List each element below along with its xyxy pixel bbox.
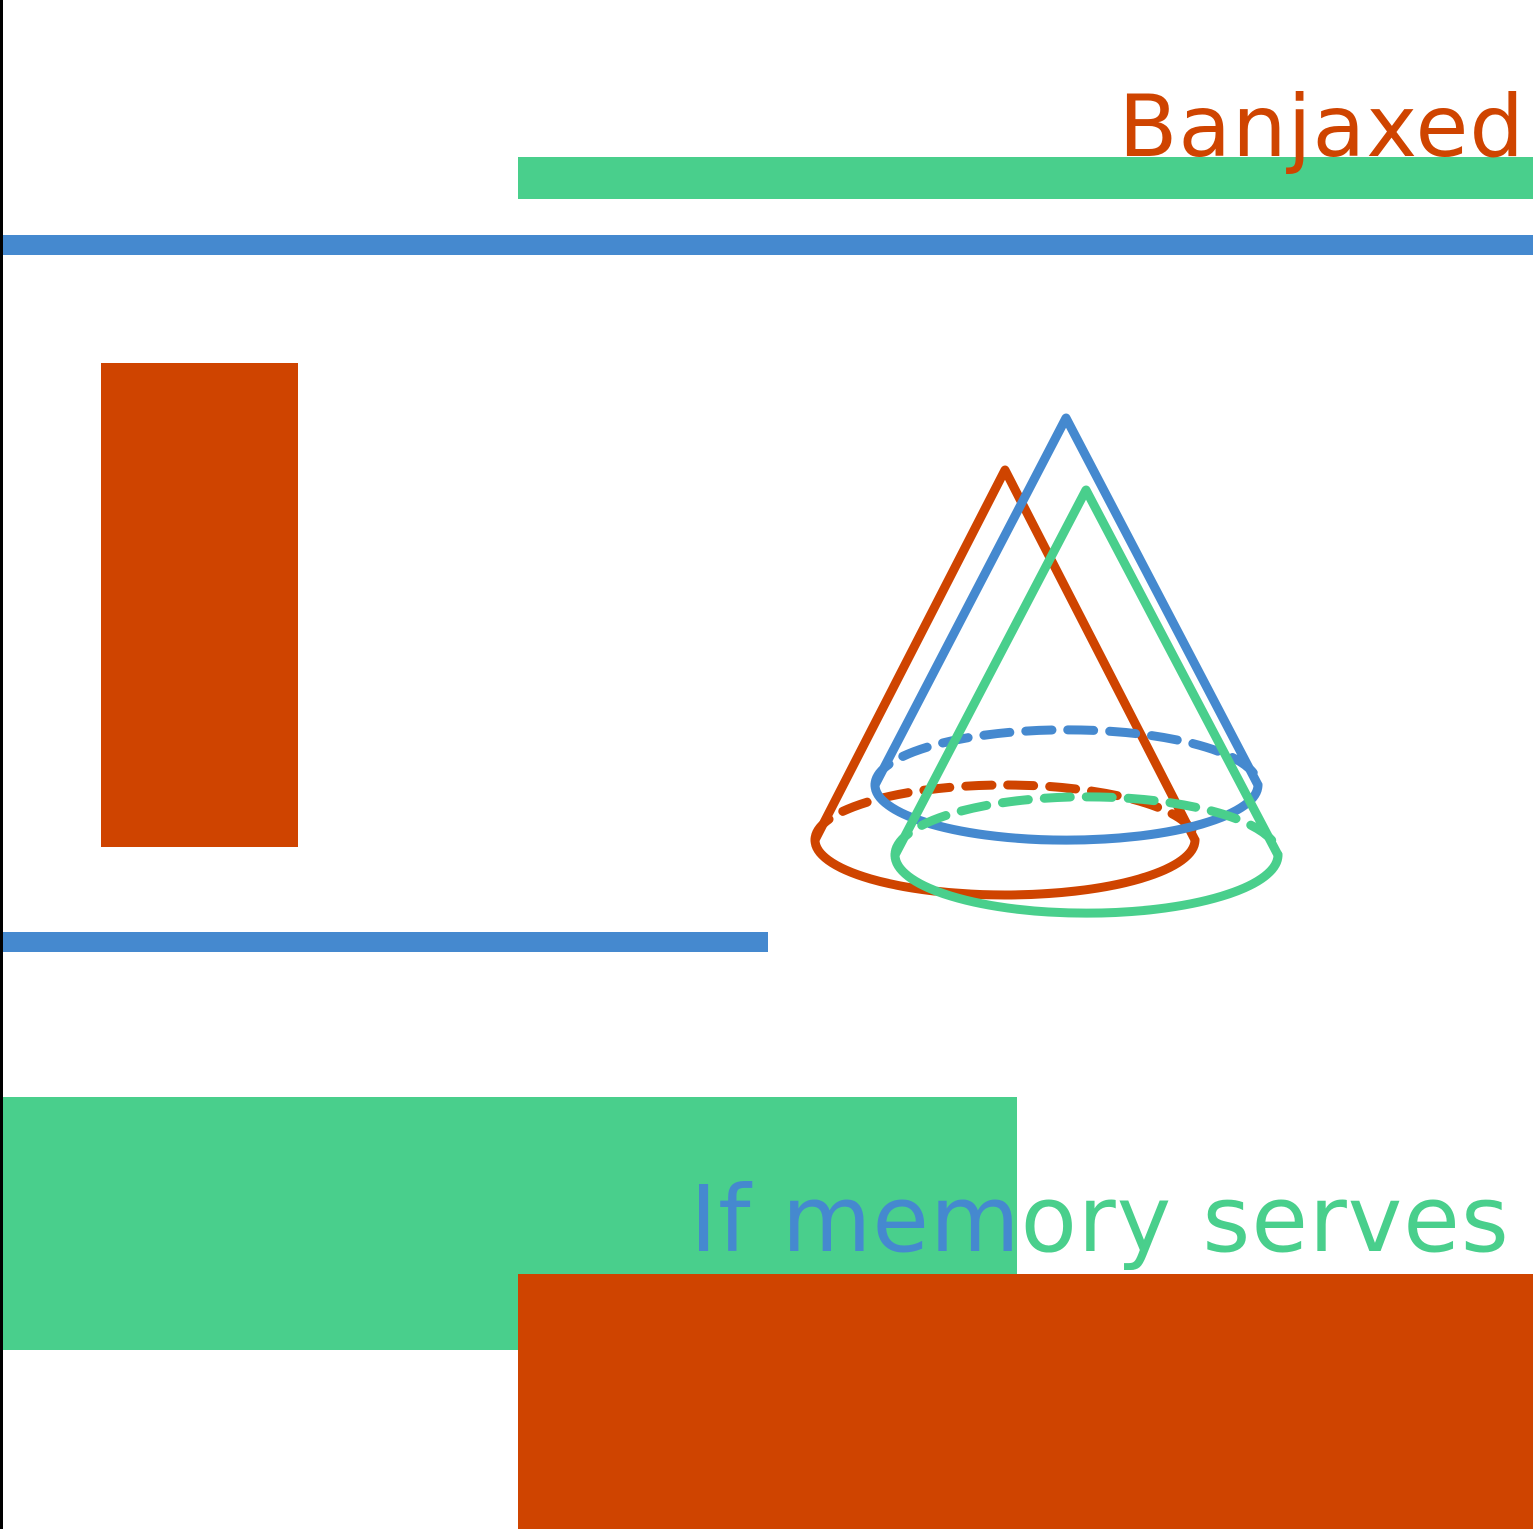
title-text: Banjaxed bbox=[1118, 77, 1525, 177]
cones-illustration bbox=[810, 413, 1283, 918]
subtitle-text: If memory serves bbox=[690, 1160, 1510, 1280]
subtitle-part-blue: If mem bbox=[690, 1166, 1021, 1273]
orange-rectangle-bottom bbox=[518, 1274, 1533, 1529]
subtitle-part-green: ory serves bbox=[1020, 1166, 1510, 1273]
cone-outline-blue-icon bbox=[870, 413, 1263, 845]
blue-line-top bbox=[3, 235, 1533, 255]
orange-rectangle-left bbox=[101, 363, 298, 847]
green-bar-top bbox=[518, 157, 1533, 199]
cone-outline-orange-icon bbox=[810, 465, 1200, 900]
blue-line-middle bbox=[3, 932, 768, 952]
cone-outline-green-icon bbox=[890, 485, 1283, 918]
left-border-line bbox=[0, 0, 3, 1529]
